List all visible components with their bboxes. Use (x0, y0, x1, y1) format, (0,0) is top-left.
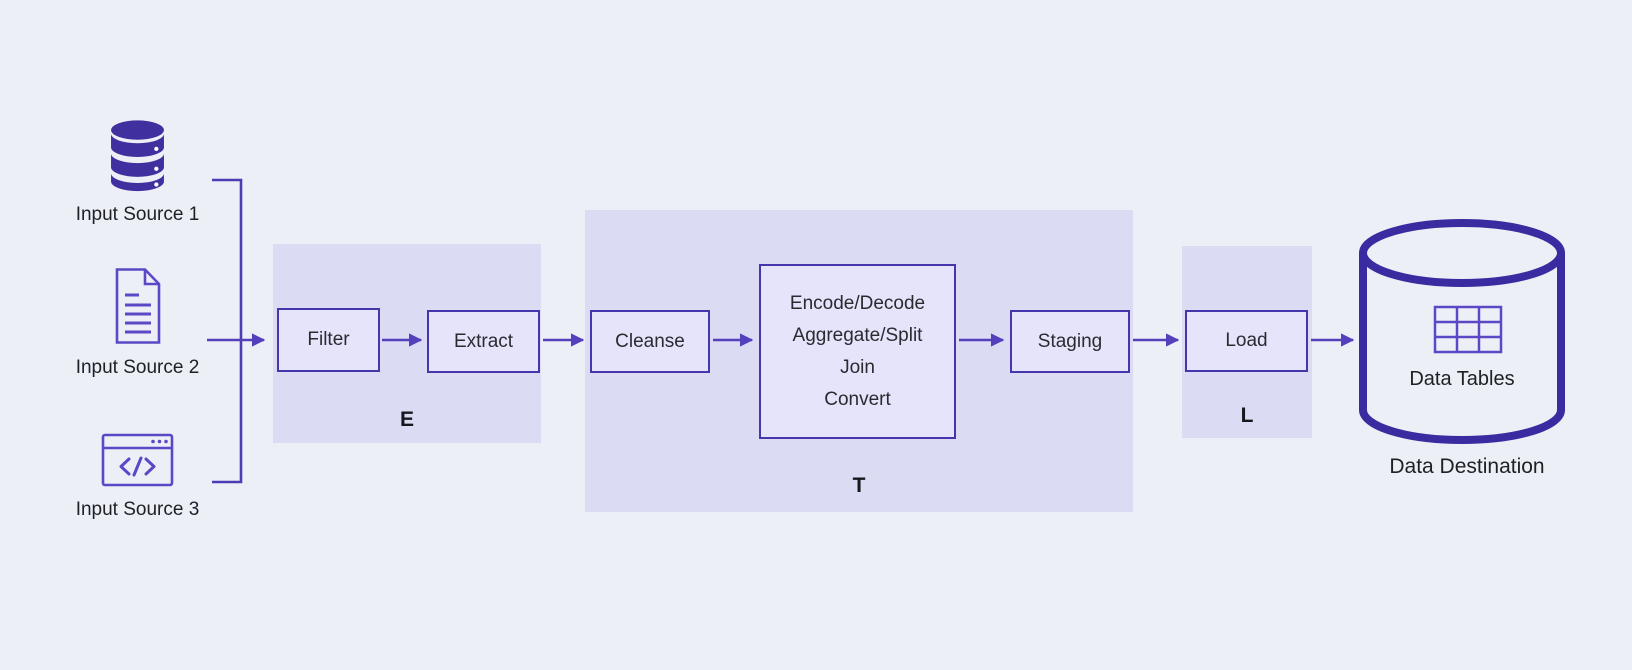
input-source-1: Input Source 1 (60, 120, 215, 226)
input-source-2-label: Input Source 2 (75, 357, 200, 378)
data-destination-label: Data Destination (1389, 455, 1545, 478)
node-staging: Staging (1010, 310, 1130, 373)
database-cylinder-icon (1359, 219, 1565, 444)
section-load-label: L (1240, 404, 1254, 427)
database-icon (111, 120, 164, 192)
input-source-3-label: Input Source 3 (75, 499, 200, 520)
data-table-grid-icon (1433, 305, 1503, 354)
operation-aggregate-split: Aggregate/Split (792, 324, 923, 346)
operation-convert: Convert (824, 388, 891, 410)
node-transform-operations: Encode/Decode Aggregate/Split Join Conve… (759, 264, 956, 439)
data-tables-label: Data Tables (1409, 368, 1515, 390)
node-extract: Extract (427, 310, 540, 373)
document-icon (115, 268, 160, 344)
input-source-3: Input Source 3 (60, 433, 215, 521)
input-source-2: Input Source 2 (60, 267, 215, 379)
node-load: Load (1185, 310, 1308, 372)
node-filter: Filter (277, 308, 380, 372)
node-cleanse: Cleanse (590, 310, 710, 373)
operation-join: Join (840, 356, 875, 378)
code-window-icon (101, 433, 174, 487)
input-source-1-label: Input Source 1 (75, 204, 200, 225)
section-transform-label: T (852, 474, 866, 497)
section-extract-label: E (399, 408, 414, 431)
operation-encode-decode: Encode/Decode (789, 292, 926, 314)
sources-bracket (212, 178, 243, 484)
